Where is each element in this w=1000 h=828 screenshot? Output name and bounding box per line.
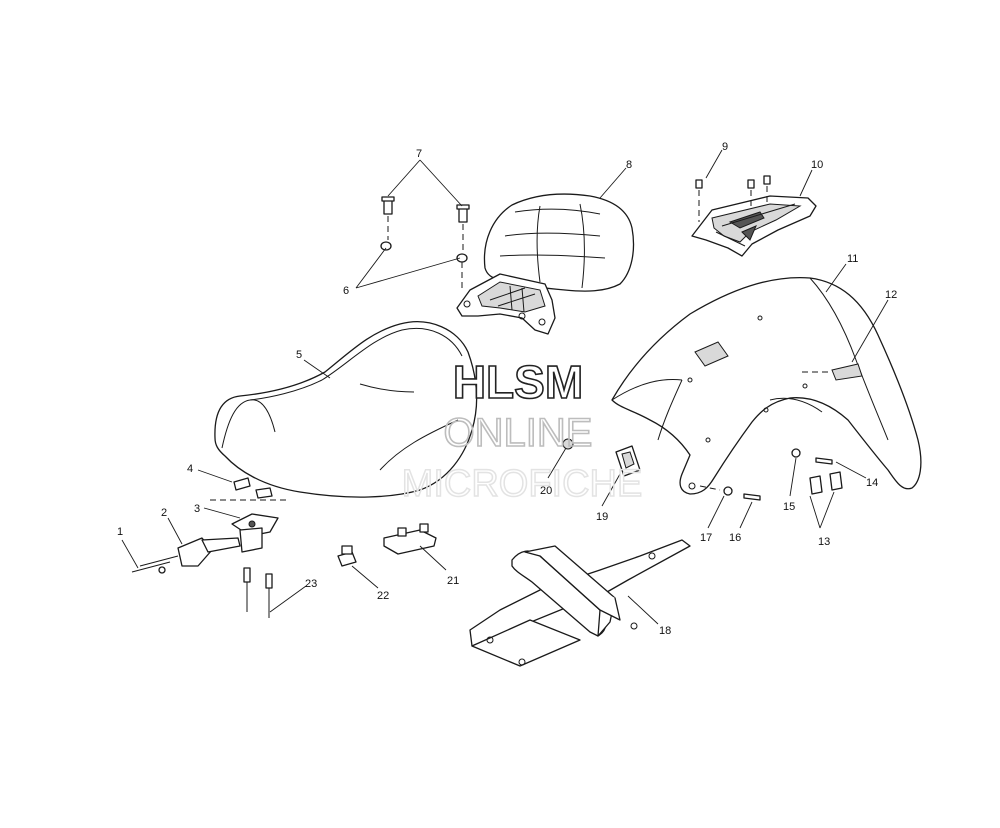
seat-clip	[210, 477, 290, 501]
pillion-washers	[380, 241, 468, 290]
callout-14: 14	[866, 477, 878, 489]
luggage-rack	[691, 195, 817, 257]
watermark-line-2: ONLINE	[444, 411, 593, 455]
callout-12: 12	[885, 289, 897, 301]
seat-latch	[131, 537, 241, 574]
callout-19: 19	[596, 511, 608, 523]
callout-18: 18	[659, 625, 671, 637]
rubber-bumper	[337, 545, 357, 567]
callout-numbers: 1 2 3 4 5 6 7 8 9 10 11 12 13 14 15 16 1…	[117, 141, 897, 637]
callout-11: 11	[847, 253, 858, 265]
callout-10: 10	[811, 159, 823, 171]
main-seat	[214, 321, 478, 498]
fender-nut	[562, 438, 574, 450]
callout-7: 7	[416, 148, 422, 160]
watermark: HLSM ONLINE MICROFICHE	[401, 355, 643, 506]
watermark-line-1: HLSM	[453, 356, 583, 408]
callout-22: 22	[377, 590, 389, 602]
seat-latch-bracket	[231, 513, 279, 553]
callout-23: 23	[305, 578, 317, 590]
callout-5: 5	[296, 349, 302, 361]
mounting-plate	[383, 523, 437, 555]
rear-fender	[611, 276, 922, 495]
strap-bracket	[469, 539, 691, 667]
callout-17: 17	[700, 532, 712, 544]
watermark-line-3: MICROFICHE	[402, 463, 643, 505]
rivet-pins	[243, 567, 273, 618]
callout-13: 13	[818, 536, 830, 548]
pillion-seat	[456, 193, 635, 335]
callout-16: 16	[729, 532, 741, 544]
callout-4: 4	[187, 463, 193, 475]
fender-hardware	[699, 448, 843, 501]
callout-9: 9	[722, 141, 728, 153]
callout-15: 15	[783, 501, 795, 513]
callout-20: 20	[540, 485, 552, 497]
fender-bumper	[615, 445, 641, 477]
callout-6: 6	[343, 285, 349, 297]
callout-2: 2	[161, 507, 167, 519]
leader-lines	[121, 149, 889, 625]
fender-label	[802, 363, 863, 381]
callout-1: 1	[117, 526, 123, 538]
pillion-bolts	[381, 196, 470, 250]
rack-bolts	[695, 175, 771, 222]
callout-8: 8	[626, 159, 632, 171]
callout-3: 3	[194, 503, 200, 515]
callout-21: 21	[447, 575, 459, 587]
